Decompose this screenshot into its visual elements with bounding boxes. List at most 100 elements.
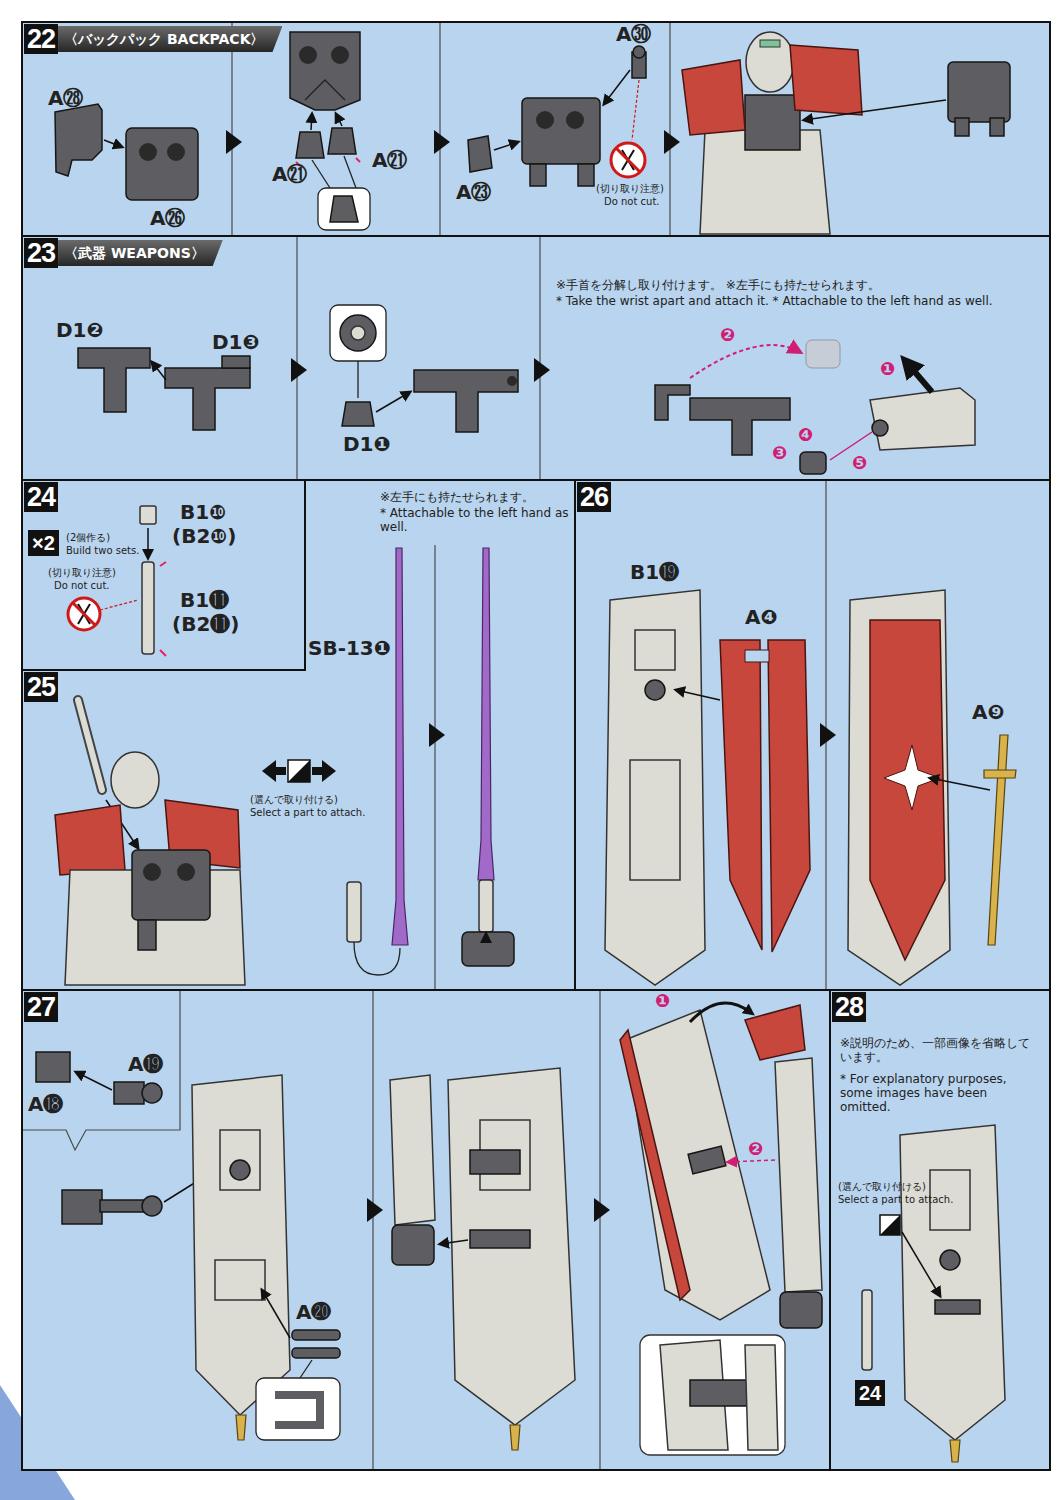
- step-heading: 28: [830, 990, 1050, 1022]
- backpack-parts: [55, 104, 102, 176]
- shield-mount: [292, 1348, 340, 1358]
- torso-figure: [990, 118, 1004, 136]
- backpack-parts: [611, 143, 645, 177]
- shield-option: [935, 1300, 980, 1314]
- backpack-parts: [468, 136, 492, 172]
- part-label: A㉑: [372, 148, 407, 172]
- torso-figure: [790, 45, 862, 115]
- weapon-parts: [351, 326, 365, 340]
- caution-text: Build two sets.: [66, 544, 139, 557]
- part-label: A㉘: [48, 86, 83, 110]
- step-panel: 25: [22, 670, 575, 990]
- weapon-parts: [376, 392, 410, 412]
- shield-mount: [780, 1292, 822, 1328]
- step-number: 28: [832, 992, 866, 1022]
- shield-mount: [448, 1068, 575, 1425]
- panel-divider: [599, 991, 600, 1469]
- weapon-parts: [872, 420, 888, 436]
- shield-mount: [775, 1058, 822, 1292]
- select-icon: [276, 767, 286, 775]
- shield-mount: [390, 1075, 435, 1225]
- step-number: 23: [24, 238, 58, 268]
- shield-mount: [215, 1260, 265, 1300]
- select-icon: [288, 760, 310, 782]
- shield-option: [862, 1290, 872, 1370]
- note-text: * Take the wrist apart and attach it. * …: [556, 294, 1046, 308]
- backpack-parts: [356, 158, 360, 162]
- shield-mount: [192, 1075, 290, 1415]
- shield-parts: [676, 690, 720, 700]
- backpack-parts: [296, 132, 324, 158]
- backpack-parts: [305, 80, 345, 100]
- note-text: ※左手にも持たせられます。: [380, 490, 570, 504]
- step-number: 22: [24, 24, 58, 54]
- torso-figure: [746, 32, 794, 92]
- shield-mount: [728, 1160, 775, 1162]
- flow-chevron: [664, 130, 680, 154]
- shield-parts: [645, 680, 665, 700]
- part-label: A㉓: [456, 180, 491, 204]
- select-icon: [880, 1215, 900, 1235]
- weapon-parts: [507, 376, 517, 386]
- shield-mount: [392, 1225, 434, 1265]
- caution-text: (選んで取り付ける): [250, 793, 338, 806]
- weapon-parts: [222, 356, 250, 368]
- panel-divider: [669, 23, 670, 235]
- shield-mount: [236, 1415, 246, 1440]
- caution-text: (選んで取り付ける): [838, 1180, 926, 1193]
- callout-number: ❷: [748, 1138, 763, 1160]
- panel-divider: [439, 23, 440, 235]
- backpack-parts: [336, 114, 342, 126]
- weapon-parts: [165, 368, 250, 430]
- beam-saber: [478, 548, 494, 880]
- backpack-parts: [331, 46, 349, 64]
- step-number: 26: [577, 482, 611, 512]
- panel-ground: [22, 22, 1050, 1470]
- shield-mount: [230, 1160, 250, 1180]
- caution-text: Select a part to attach.: [250, 806, 365, 819]
- backpack-parts: [522, 98, 600, 164]
- shield-parts: [635, 630, 675, 670]
- torso-figure: [682, 32, 1010, 234]
- beam-saber: [485, 934, 487, 940]
- panel-ground: [22, 236, 1050, 480]
- step-title: 〈バックパック BACKPACK〉: [58, 26, 282, 52]
- panel-ground: [22, 22, 1050, 236]
- torso-figure: [760, 40, 780, 47]
- backpack-parts: [167, 143, 185, 161]
- backpack-parts: [104, 140, 122, 147]
- robot-figure: [177, 863, 195, 881]
- shield-parts: [745, 650, 769, 662]
- shield-parts: [988, 735, 1008, 945]
- weapon-parts: [800, 452, 826, 474]
- part-label: A❾: [972, 700, 1004, 724]
- shield-mount: [36, 1003, 822, 1455]
- beam-saber: [347, 882, 361, 942]
- select-icon: [262, 760, 276, 782]
- peg-parts: [142, 562, 154, 654]
- shield-mount: [142, 1196, 162, 1216]
- shield-parts: [884, 745, 940, 810]
- backpack-parts: [311, 114, 312, 130]
- shield-parts: [930, 778, 990, 790]
- step-heading: 25: [22, 670, 575, 702]
- backpack-parts: [55, 32, 646, 230]
- backpack-parts: [530, 164, 546, 186]
- backpack-parts: [290, 32, 360, 110]
- shield-option: [940, 1250, 960, 1270]
- robot-figure: [78, 700, 102, 790]
- caution-text: (切り取り注意): [48, 566, 116, 579]
- shield-mount: [620, 1030, 690, 1300]
- backpack-parts: [566, 111, 584, 129]
- weapon-parts: [342, 402, 374, 426]
- backpack-parts: [139, 143, 157, 161]
- peg-parts: [140, 506, 156, 524]
- shield-parts: [984, 770, 1016, 778]
- shield-parts: [605, 590, 705, 985]
- shield-mount: [440, 1240, 468, 1244]
- panel-divider: [539, 237, 540, 479]
- shield-mount: [640, 1335, 785, 1455]
- robot-figure: [55, 805, 125, 875]
- note-text: * For explanatory purposes, some images …: [840, 1072, 1040, 1114]
- robot-figure: [138, 920, 156, 950]
